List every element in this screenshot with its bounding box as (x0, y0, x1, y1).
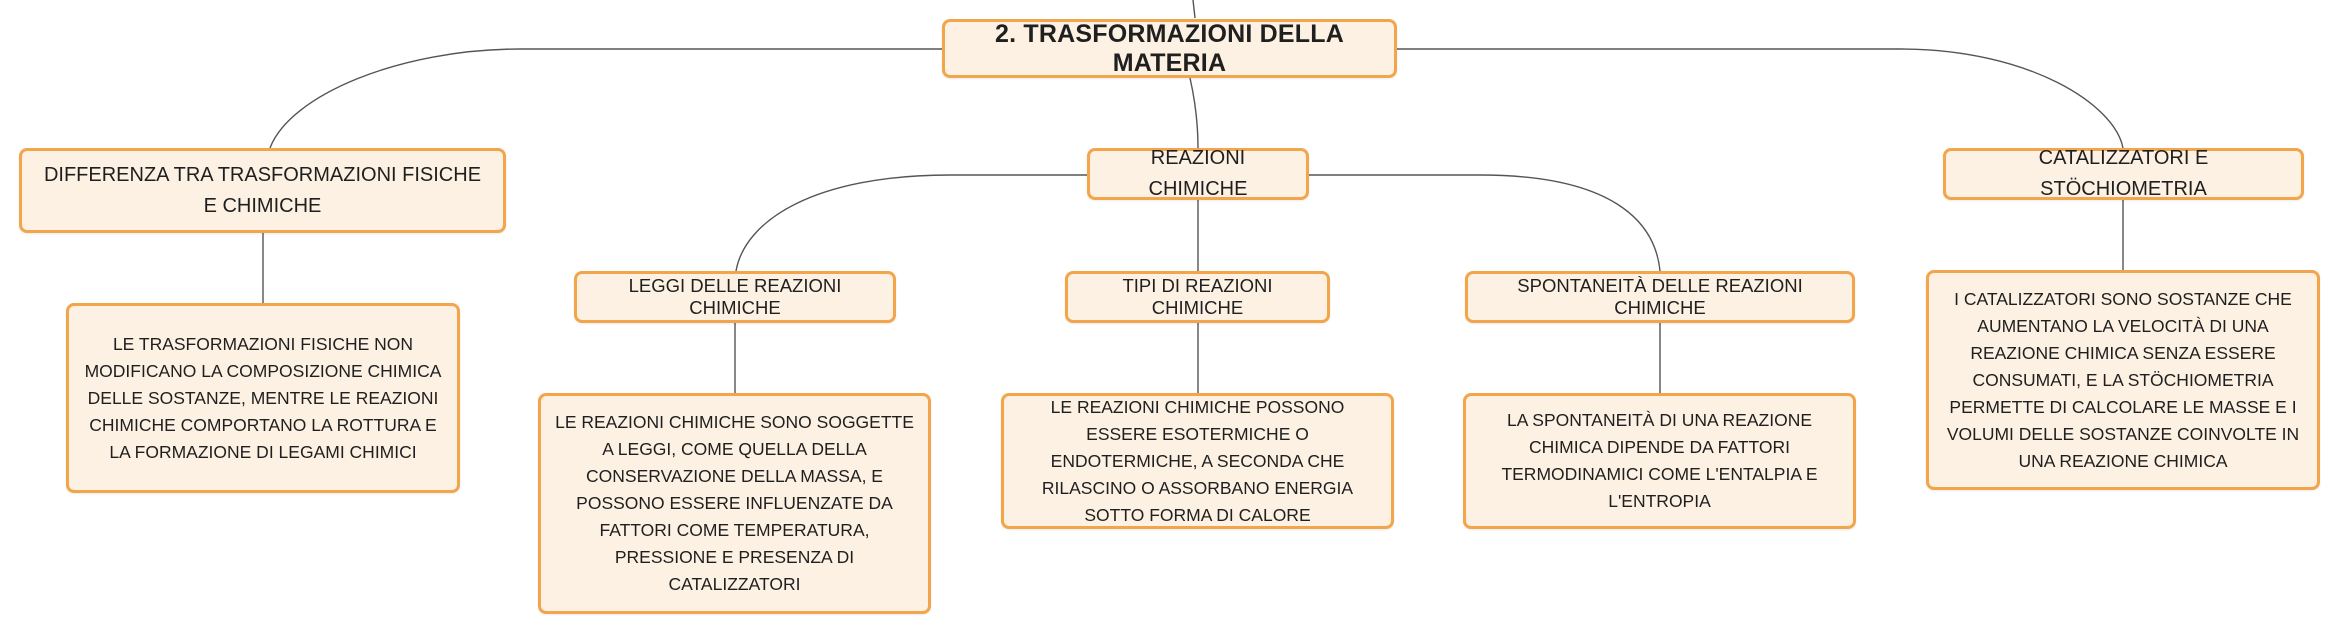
detail-node-spontaneity[interactable]: LA SPONTANEITÀ DI UNA REAZIONE CHIMICA D… (1463, 393, 1856, 529)
connector-root-reactions (1189, 77, 1199, 149)
connector-root-physical (269, 48, 942, 149)
connector-parent-root (1192, 0, 1196, 19)
topic-label: CATALIZZATORI E STÖCHIOMETRIA (2038, 147, 2209, 200)
subtopic-label: LEGGI DELLE REAZIONI CHIMICHE (628, 275, 842, 318)
root-node[interactable]: 2. TRASFORMAZIONI DELLA MATERIA (942, 19, 1397, 78)
topic-node-chemical-reactions[interactable]: REAZIONI CHIMICHE (1087, 147, 1309, 200)
detail-text: LA SPONTANEITÀ DI UNA REAZIONE CHIMICA D… (1501, 410, 1818, 511)
detail-text: LE REAZIONI CHIMICHE POSSONO ESSERE ESOT… (1041, 396, 1354, 525)
topic-label: REAZIONI CHIMICHE (1148, 147, 1248, 200)
topic-label: DIFFERENZA TRA TRASFORMAZIONI FISICHE E … (43, 163, 482, 217)
subtopic-label: SPONTANEITÀ DELLE REAZIONI CHIMICHE (1517, 275, 1803, 318)
root-label: 2. TRASFORMAZIONI DELLA MATERIA (994, 19, 1345, 77)
detail-node-physical-vs-chemical[interactable]: LE TRASFORMAZIONI FISICHE NON MODIFICANO… (66, 303, 460, 493)
detail-text: LE REAZIONI CHIMICHE SONO SOGGETTE A LEG… (555, 412, 914, 594)
detail-text: LE TRASFORMAZIONI FISICHE NON MODIFICANO… (84, 333, 442, 462)
detail-node-types[interactable]: LE REAZIONI CHIMICHE POSSONO ESSERE ESOT… (1001, 393, 1394, 529)
connector-root-catalysts (1397, 48, 2124, 149)
subtopic-node-spontaneity[interactable]: SPONTANEITÀ DELLE REAZIONI CHIMICHE (1465, 271, 1855, 323)
detail-node-laws[interactable]: LE REAZIONI CHIMICHE SONO SOGGETTE A LEG… (538, 393, 931, 614)
detail-text: I CATALIZZATORI SONO SOSTANZE CHE AUMENT… (1946, 288, 2300, 471)
topic-node-catalysts[interactable]: CATALIZZATORI E STÖCHIOMETRIA (1943, 147, 2304, 200)
subtopic-label: TIPI DI REAZIONI CHIMICHE (1122, 275, 1273, 318)
subtopic-node-laws[interactable]: LEGGI DELLE REAZIONI CHIMICHE (574, 271, 896, 323)
connector-reactions-spontaneity (1309, 174, 1661, 272)
connector-reactions-laws (735, 174, 1087, 272)
topic-node-physical-vs-chemical[interactable]: DIFFERENZA TRA TRASFORMAZIONI FISICHE E … (19, 148, 506, 233)
detail-node-catalysts[interactable]: I CATALIZZATORI SONO SOSTANZE CHE AUMENT… (1926, 270, 2320, 490)
subtopic-node-types[interactable]: TIPI DI REAZIONI CHIMICHE (1065, 271, 1330, 323)
